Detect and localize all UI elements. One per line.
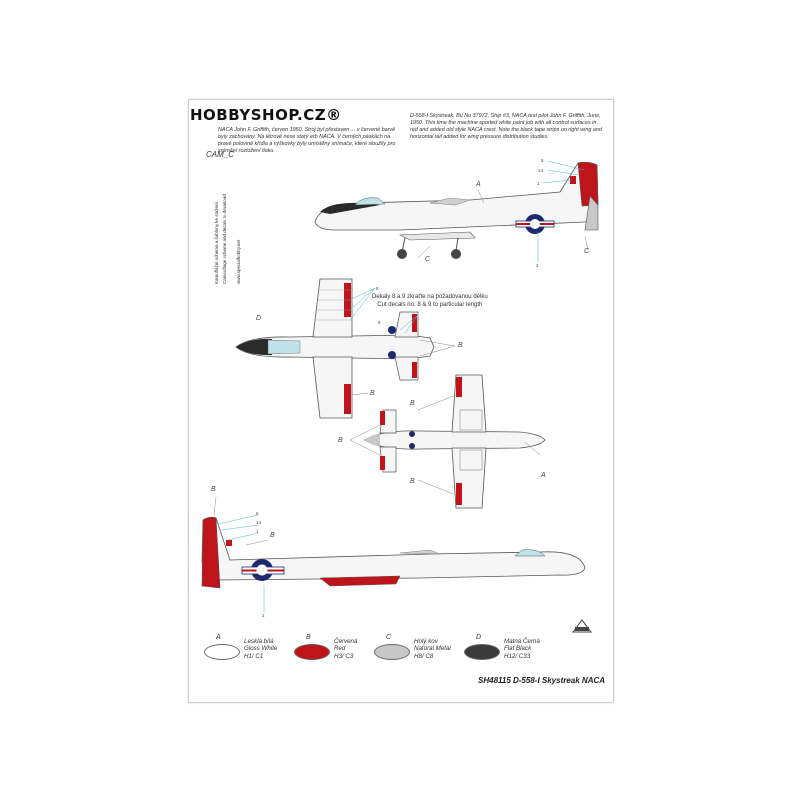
- legend-en: Red: [334, 645, 346, 653]
- decal-number: 8: [376, 286, 379, 291]
- callout-b: B: [211, 486, 216, 493]
- sheet-title: SH48115 D-558-I Skystreak NACA: [478, 676, 606, 685]
- callout-b: B: [338, 437, 343, 444]
- decal-number: 14: [256, 520, 262, 525]
- legend-code: H3/ C3: [334, 652, 354, 660]
- legend-cz: Matná Černá: [504, 638, 540, 645]
- description-cz: NACA John F. Griffith, červen 1950. Stro…: [218, 127, 396, 154]
- swatch-natural-metal: [374, 644, 410, 660]
- callout-c: C: [425, 256, 431, 263]
- decal-number: 2: [262, 613, 265, 618]
- swatch-flat-black: [464, 644, 500, 660]
- legend-code: H8/ C8: [414, 652, 434, 660]
- watermark: HOBBYSHOP.CZ®: [190, 106, 342, 124]
- side-view-bottom: [201, 496, 586, 612]
- legend-letter: C: [386, 634, 392, 641]
- instruction-cz: Dekaly 8 a 9 zkraťte na požadovanou délk…: [372, 294, 488, 300]
- side-view-top: [314, 160, 599, 262]
- callout-b: B: [410, 478, 415, 485]
- decal-number: 1: [256, 529, 259, 534]
- decal-number: 5: [541, 158, 544, 163]
- decal-instruction: Dekaly 8 a 9 zkraťte na požadovanou délk…: [372, 294, 488, 309]
- legend-cz: Červená: [334, 638, 358, 645]
- legend-letter: B: [306, 634, 311, 641]
- callout-b: B: [410, 400, 415, 407]
- legend-code: H12/ C33: [504, 652, 531, 660]
- brand-logo: [572, 619, 592, 633]
- swatch-gloss-white: [204, 644, 240, 660]
- callout-b: B: [270, 532, 275, 539]
- legend-cz: Holý kov: [414, 638, 438, 645]
- callout-b: B: [370, 390, 375, 397]
- callout-b: B: [458, 342, 463, 349]
- decal-number: 1: [537, 181, 540, 186]
- swatch-red: [294, 644, 330, 660]
- legend-en: Gloss White: [244, 645, 278, 653]
- legend-en: Flat Black: [504, 645, 532, 653]
- legend-cz: Lesklá bílá: [244, 638, 274, 645]
- callout-a: A: [541, 472, 546, 479]
- legend-letter: D: [476, 634, 482, 641]
- decal-number: 2: [536, 263, 539, 268]
- legend-code: H1/ C1: [244, 652, 264, 660]
- cam-label: CAM_C: [206, 150, 235, 159]
- callout-d: D: [256, 315, 262, 322]
- callout-a: A: [476, 181, 481, 188]
- decal-number: 5: [256, 511, 259, 516]
- callout-c: C: [584, 248, 590, 255]
- plan-view-top: [235, 278, 456, 419]
- legend-letter: A: [216, 634, 221, 641]
- instruction-en: Cut decals no. 8 & 9 to particular lengt…: [377, 301, 483, 308]
- decal-number: 14: [538, 168, 544, 173]
- plan-view-bottom: [349, 374, 546, 509]
- description-en: D-558-I Skystreak, Bu No 37972, Ship #3,…: [410, 113, 602, 140]
- legend-en: Natural Metal: [414, 645, 451, 653]
- decal-number: 9: [378, 320, 381, 325]
